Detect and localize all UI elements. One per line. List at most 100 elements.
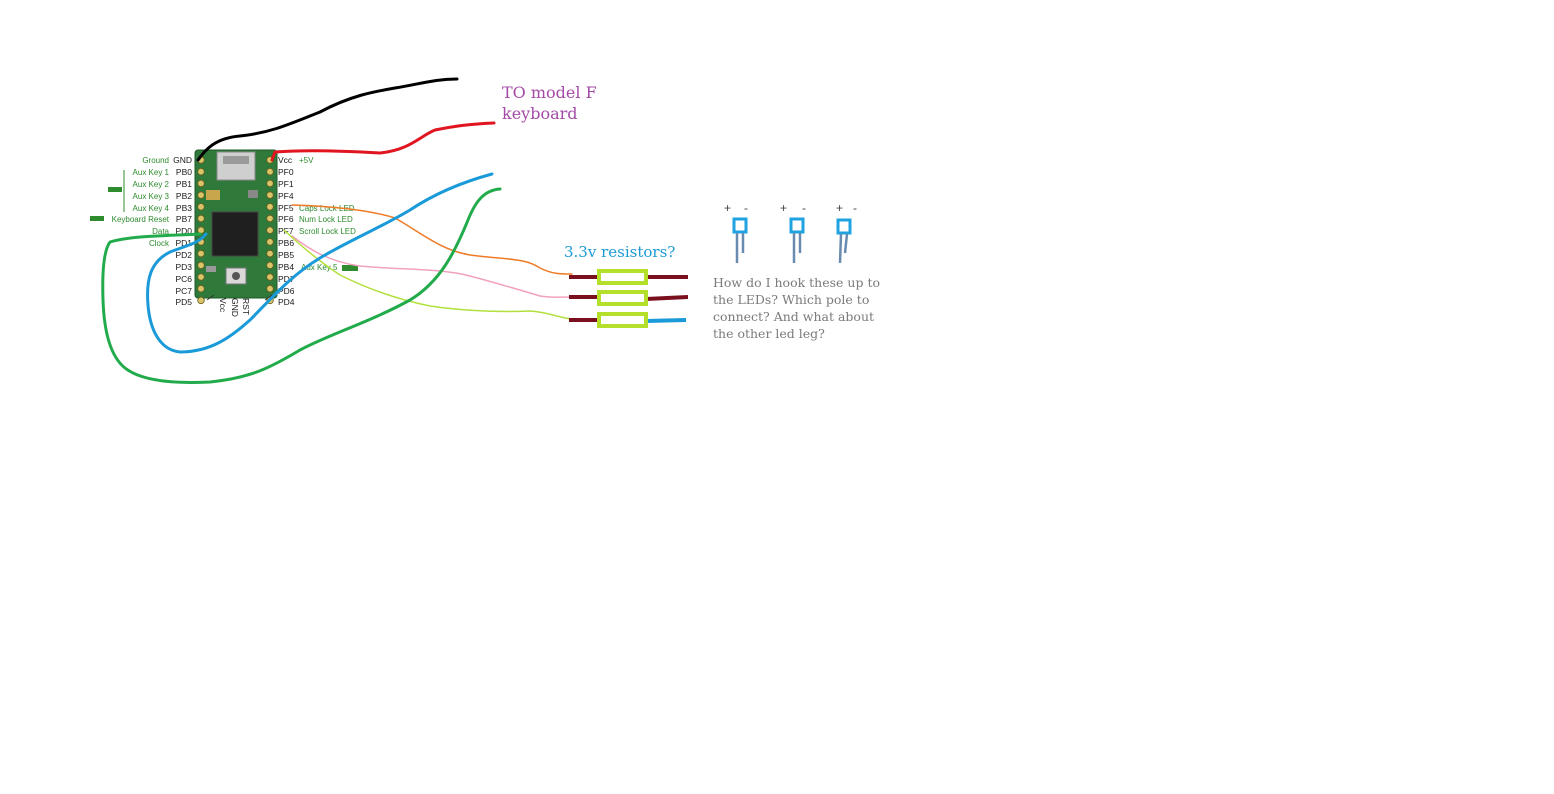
function-label: Aux Key 3 bbox=[133, 192, 170, 201]
function-label: Ground bbox=[142, 156, 169, 165]
pin-hole bbox=[266, 249, 274, 258]
pin-hole bbox=[266, 273, 274, 281]
pin-label: PF5 bbox=[278, 203, 294, 213]
led-leg bbox=[843, 233, 849, 254]
pin-hole bbox=[266, 179, 274, 188]
bottom-pin-labels: Vcc GND RST bbox=[206, 294, 273, 317]
pin-label: PF0 bbox=[278, 167, 294, 177]
pin-hole bbox=[266, 285, 274, 293]
question-line: How do I hook these up to bbox=[713, 275, 880, 290]
question-note: How do I hook these up to the LEDs? Whic… bbox=[713, 275, 880, 341]
pin-label: GND bbox=[230, 298, 240, 317]
pin-label: Vcc bbox=[218, 298, 228, 313]
minus-label: - bbox=[802, 201, 806, 215]
pin-label: PB2 bbox=[176, 191, 192, 201]
pin-hole bbox=[266, 226, 274, 234]
pin-label: PC7 bbox=[175, 286, 192, 296]
function-label: +5V bbox=[299, 156, 314, 165]
question-line: the other led leg? bbox=[713, 326, 825, 341]
led-2: + - bbox=[780, 201, 806, 263]
plus-label: + bbox=[724, 201, 731, 215]
pin-label: GND bbox=[173, 155, 192, 165]
right-function-labels: +5V Caps Lock LED Num Lock LED Scroll Lo… bbox=[299, 156, 358, 272]
function-label: Scroll Lock LED bbox=[299, 227, 356, 236]
pin-label: PB0 bbox=[176, 167, 192, 177]
led-body bbox=[732, 217, 748, 234]
function-label: Keyboard Reset bbox=[112, 215, 170, 224]
keyboard-note: TO model F keyboard bbox=[502, 83, 597, 123]
resistor-note: 3.3v resistors? bbox=[564, 243, 675, 261]
led-body bbox=[836, 218, 852, 235]
resistor-2 bbox=[569, 290, 689, 306]
resistor-body bbox=[597, 269, 648, 285]
pin-label: PB1 bbox=[176, 179, 192, 189]
led-1: + - bbox=[724, 201, 748, 263]
minus-label: - bbox=[853, 201, 857, 215]
led-3: + - bbox=[836, 201, 857, 264]
pin-label: PF1 bbox=[278, 179, 294, 189]
pin-label: PD0 bbox=[175, 226, 192, 236]
question-line: connect? And what about bbox=[713, 309, 874, 324]
pin-hole bbox=[266, 261, 274, 269]
smd-component bbox=[206, 266, 216, 272]
function-label: Aux Key 2 bbox=[133, 180, 170, 189]
badge-icon bbox=[90, 216, 104, 221]
pin-holes bbox=[197, 156, 274, 305]
wire-red bbox=[270, 121, 496, 162]
pin-hole bbox=[197, 203, 205, 211]
pin-hole bbox=[197, 191, 205, 199]
right-pin-labels: Vcc PF0 PF1 PF4 PF5 PF6 PF7 PB6 PB5 PB4 … bbox=[278, 155, 295, 307]
pin-hole bbox=[266, 167, 274, 176]
resistor-3 bbox=[569, 312, 687, 328]
resistor-body bbox=[597, 290, 648, 306]
pin-hole bbox=[197, 249, 205, 258]
pin-label: PD5 bbox=[175, 297, 192, 307]
pin-hole bbox=[266, 238, 274, 246]
led-body bbox=[789, 217, 805, 234]
resistor-leg bbox=[645, 295, 689, 301]
pin-label: PD3 bbox=[175, 262, 192, 272]
pin-label: Vcc bbox=[278, 155, 293, 165]
left-function-labels: Ground Aux Key 1 Aux Key 2 Aux Key 3 Aux… bbox=[90, 156, 170, 248]
function-label: Aux Key 1 bbox=[133, 168, 170, 177]
wire-black bbox=[196, 77, 459, 162]
wire-lime bbox=[283, 229, 573, 320]
crystal-component bbox=[206, 190, 220, 200]
pin-hole bbox=[197, 273, 205, 281]
minus-label: - bbox=[744, 201, 748, 215]
pin-label: PF6 bbox=[278, 214, 294, 224]
pin-hole bbox=[197, 261, 205, 269]
function-label: Aux Key 5 bbox=[301, 263, 338, 272]
wires bbox=[101, 77, 573, 384]
keyboard-note-line1: TO model F bbox=[502, 83, 597, 102]
plus-label: + bbox=[780, 201, 787, 215]
badge-icon bbox=[108, 187, 122, 192]
resistor-body bbox=[597, 312, 648, 328]
function-label: Aux Key 4 bbox=[133, 204, 170, 213]
pin-label: PB7 bbox=[176, 214, 192, 224]
pin-hole bbox=[197, 296, 205, 305]
pin-label: PD6 bbox=[278, 286, 295, 296]
pin-hole bbox=[266, 203, 274, 211]
wire-green bbox=[101, 187, 502, 384]
mcu-chip bbox=[211, 211, 259, 257]
wire-orange bbox=[291, 204, 573, 275]
pin-hole bbox=[197, 179, 205, 188]
pin-hole bbox=[197, 226, 205, 234]
pin-label: PB4 bbox=[278, 262, 294, 272]
pin-label: PD2 bbox=[175, 250, 192, 260]
keyboard-note-line2: keyboard bbox=[502, 104, 578, 123]
function-label: Caps Lock LED bbox=[299, 204, 355, 213]
pin-hole bbox=[266, 191, 274, 199]
pin-label: PD4 bbox=[278, 297, 295, 307]
function-label: Num Lock LED bbox=[299, 215, 353, 224]
resistor-leg-blue bbox=[645, 318, 687, 323]
wire-blue bbox=[146, 172, 494, 354]
pin-hole bbox=[197, 285, 205, 293]
pin-hole bbox=[266, 214, 274, 223]
function-label: Data bbox=[152, 227, 169, 236]
pin-hole bbox=[197, 214, 205, 223]
left-pin-labels: GND PB0 PB1 PB2 PB3 PB7 PD0 PD1 PD2 PD3 … bbox=[173, 155, 192, 307]
pin-label: PB6 bbox=[278, 238, 294, 248]
